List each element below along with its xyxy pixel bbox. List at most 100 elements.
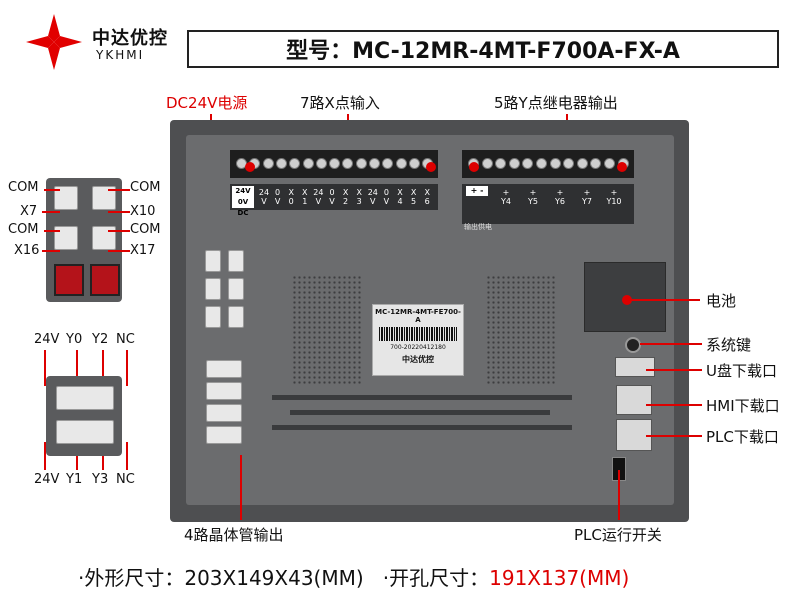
brand-name-en: YKHMI	[96, 48, 145, 62]
transistor-connector-bottom[interactable]	[56, 420, 114, 444]
run-switch-label: PLC运行开关	[574, 526, 662, 544]
transistor-pin-wire	[126, 350, 128, 386]
terminal-screw[interactable]	[395, 158, 407, 169]
com-label-4: COM	[130, 222, 161, 237]
device-transistor-connector[interactable]	[206, 404, 242, 422]
device-small-connector[interactable]	[205, 278, 221, 300]
x16-label: X16	[14, 243, 40, 258]
transistor-wire	[240, 455, 242, 520]
terminal-screw[interactable]	[342, 158, 354, 169]
hmi-usb-b-port[interactable]	[616, 385, 652, 415]
inputs-label: 7路X点输入	[300, 94, 380, 112]
terminal-screw[interactable]	[508, 158, 520, 169]
device-small-connector[interactable]	[228, 306, 244, 328]
output-terminal-label: + Y5	[528, 188, 538, 206]
vent-slot	[272, 425, 572, 430]
red-plug-left	[54, 264, 84, 296]
output-label-strip	[462, 184, 634, 224]
terminal-screw[interactable]	[382, 158, 394, 169]
transistor-pin-wire	[44, 442, 46, 470]
terminal-marker-dot	[245, 162, 255, 172]
left-wire-5	[44, 230, 60, 232]
brand-logo-icon	[26, 14, 82, 70]
transistor-pin-wire	[76, 350, 78, 386]
input-terminal-label: 0 V	[329, 188, 335, 206]
left-wire-4	[108, 211, 130, 213]
terminal-screw[interactable]	[408, 158, 420, 169]
input-label-strip	[230, 184, 438, 210]
terminal-screw[interactable]	[329, 158, 341, 169]
input-terminal-label: 0 V	[274, 188, 281, 206]
terminal-screw[interactable]	[522, 158, 534, 169]
input-terminal-label: 0 V	[383, 188, 390, 206]
output-supply-label: 输出供电	[464, 223, 492, 231]
terminal-screw[interactable]	[563, 158, 575, 169]
transistor-connector-top[interactable]	[56, 386, 114, 410]
cutout-size-value: 191X137(MM)	[489, 566, 630, 590]
terminal-screw[interactable]	[369, 158, 380, 169]
u-download-label: U盘下载口	[706, 362, 777, 380]
com-label-1: COM	[8, 180, 39, 195]
terminal-screw[interactable]	[315, 158, 327, 169]
input-terminal-label: X 5	[410, 188, 417, 206]
terminal-marker-dot	[617, 162, 627, 172]
system-key-button[interactable]	[625, 337, 641, 353]
com-label-3: COM	[8, 222, 39, 237]
terminal-screw[interactable]	[355, 158, 367, 169]
transistor-pin-wire	[44, 350, 46, 386]
device-transistor-connector[interactable]	[206, 382, 242, 400]
device-transistor-connector[interactable]	[206, 426, 242, 444]
left-wire-7	[108, 230, 130, 232]
input-terminal-label: 24 V	[313, 188, 324, 206]
red-plug-right	[90, 264, 120, 296]
input-terminal-label: 24 V	[367, 188, 378, 206]
vent-left	[292, 275, 362, 385]
terminal-screw[interactable]	[275, 158, 287, 169]
terminal-screw[interactable]	[289, 158, 301, 169]
terminal-screw[interactable]	[481, 158, 493, 169]
transistor-pin-label-bottom: Y1	[66, 472, 83, 487]
terminal-screw[interactable]	[536, 158, 547, 169]
terminal-screw[interactable]	[302, 158, 314, 169]
vent-right	[486, 275, 556, 385]
battery-label: 电池	[706, 292, 737, 310]
hmi-wire	[646, 404, 702, 406]
terminal-screw[interactable]	[549, 158, 561, 169]
terminal-screw[interactable]	[576, 158, 588, 169]
left-wire-3	[108, 189, 130, 191]
terminal-screw[interactable]	[495, 158, 507, 169]
cutout-size-label: ·开孔尺寸：	[382, 566, 490, 590]
input-terminal-label: X 3	[356, 188, 362, 206]
left-wire-8	[108, 250, 130, 252]
x10-label: X10	[130, 204, 156, 219]
system-key-label: 系统键	[706, 336, 752, 354]
vent-slot	[290, 410, 550, 415]
device-sticker: MC-12MR-4MT-FE700-A 700-20220412180 中达优控	[372, 304, 464, 376]
transistor-pin-wire	[102, 350, 104, 386]
usb-a-port[interactable]	[615, 357, 655, 377]
transistor-pin-wire	[102, 442, 104, 470]
input-terminal-label: X 6	[424, 188, 430, 206]
com-label-2: COM	[130, 180, 161, 195]
sticker-brand: 中达优控	[402, 355, 434, 364]
terminal-marker-dot	[469, 162, 479, 172]
x17-label: X17	[130, 243, 156, 258]
device-small-connector[interactable]	[205, 250, 221, 272]
output-terminal-label: + Y4	[501, 188, 511, 206]
device-small-connector[interactable]	[228, 250, 244, 272]
plc-download-label: PLC下载口	[706, 428, 779, 446]
transistor-pin-wire	[126, 442, 128, 470]
left-wire-1	[44, 189, 60, 191]
model-title: 型号：MC-12MR-4MT-F700A-FX-A	[187, 30, 779, 68]
left-wire-6	[42, 250, 60, 252]
power-wire	[210, 114, 212, 122]
transistor-pin-label-top: 24V	[34, 332, 60, 347]
device-transistor-connector[interactable]	[206, 360, 242, 378]
terminal-screw[interactable]	[604, 158, 615, 169]
device-small-connector[interactable]	[228, 278, 244, 300]
input-terminal-label: X 0	[288, 188, 294, 206]
device-small-connector[interactable]	[205, 306, 221, 328]
terminal-screw[interactable]	[262, 158, 274, 169]
terminal-screw[interactable]	[590, 158, 602, 169]
output-terminal-label: + Y7	[582, 188, 592, 206]
